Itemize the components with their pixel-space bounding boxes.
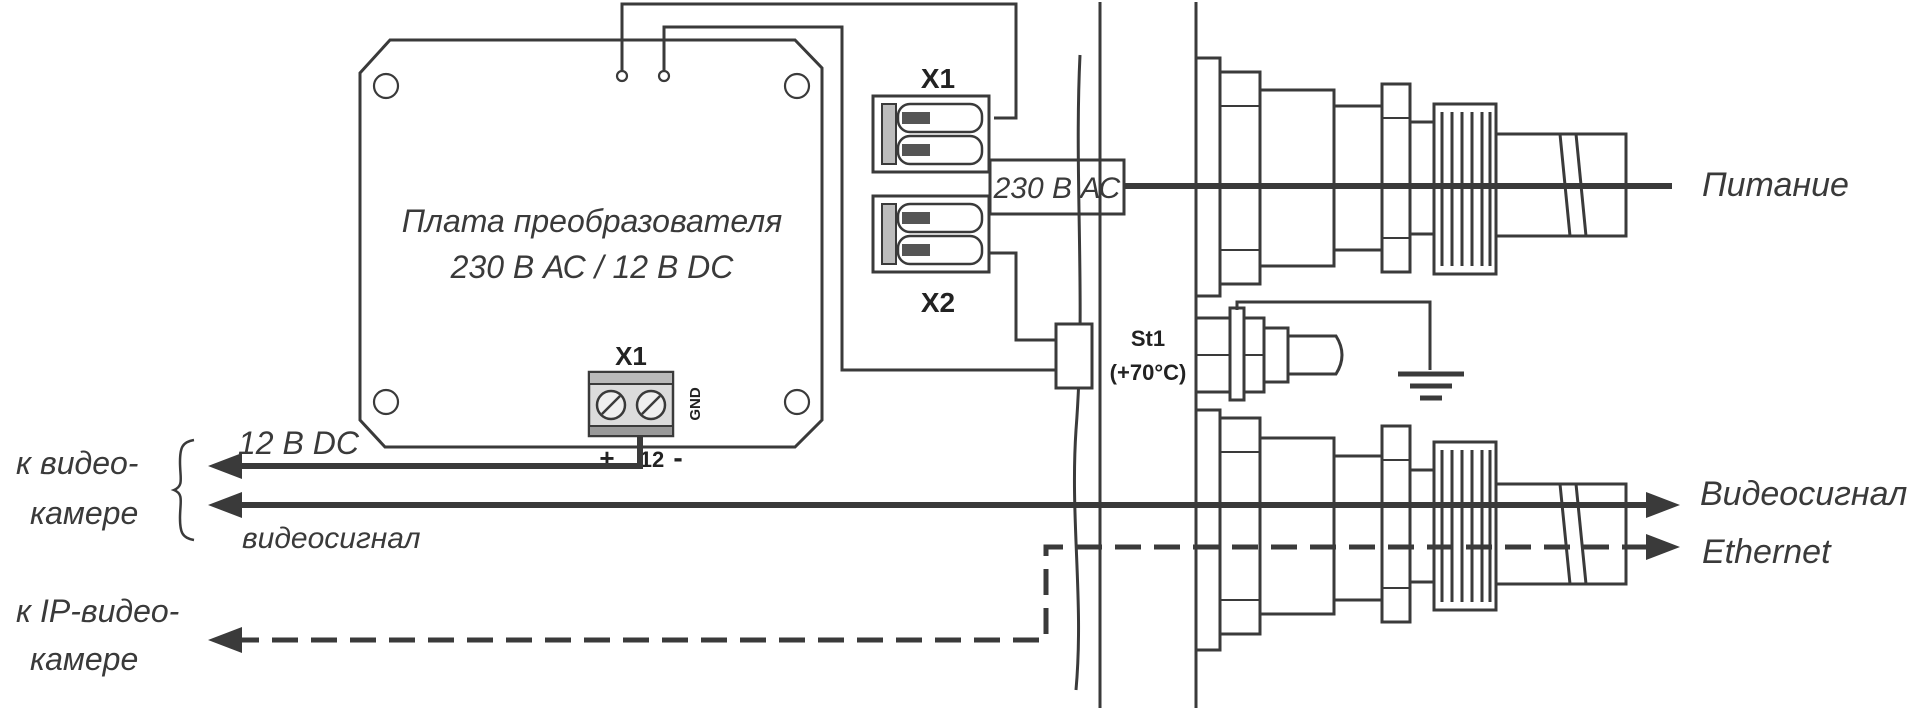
thermostat-st1 bbox=[1054, 322, 1094, 390]
minus-label: - bbox=[673, 442, 682, 473]
mounting-hole bbox=[372, 72, 400, 100]
camera-brace bbox=[170, 438, 195, 542]
ethernet-output-label: Ethernet bbox=[1702, 533, 1832, 571]
mounting-hole bbox=[372, 388, 400, 416]
ip-camera-label-line1: к IP-видео- bbox=[16, 593, 179, 629]
connector-x1-label: X1 bbox=[921, 63, 955, 94]
thermostat-name: St1 bbox=[1131, 326, 1165, 351]
ip-camera-label-line2: камере bbox=[30, 641, 138, 677]
output-terminal-block bbox=[587, 370, 675, 438]
ethernet-arrow-right bbox=[1646, 534, 1680, 560]
lower-cable-gland bbox=[1194, 408, 1628, 652]
dc-arrow-left bbox=[208, 453, 242, 479]
board-title-line2: 230 В АС / 12 В DC bbox=[450, 249, 735, 285]
terminal-x1-label: X1 bbox=[615, 341, 647, 371]
mounting-hole bbox=[783, 72, 811, 100]
gnd-label: GND bbox=[687, 387, 704, 421]
camera-label-line2: камере bbox=[30, 495, 138, 531]
board-title-line1: Плата преобразователя bbox=[402, 203, 783, 239]
connector-x1 bbox=[871, 94, 991, 174]
video-cable-label: видеосигнал bbox=[242, 522, 421, 555]
thermostat-setpoint: (+70°С) bbox=[1110, 360, 1187, 385]
ethernet-arrow-left bbox=[208, 627, 242, 653]
ethernet-line bbox=[240, 544, 1648, 643]
internal-wiring bbox=[620, 2, 1056, 372]
camera-label-line1: к видео- bbox=[16, 445, 138, 481]
connector-x2 bbox=[871, 194, 991, 274]
power-output-label: Питание bbox=[1702, 166, 1849, 204]
grounding-stud bbox=[1194, 300, 1432, 402]
upper-cable-gland bbox=[1194, 56, 1628, 298]
mounting-hole bbox=[783, 388, 811, 416]
dc-label: 12 В DC bbox=[238, 425, 360, 461]
input-pin bbox=[615, 69, 629, 83]
pin-12-label: 12 bbox=[640, 447, 664, 472]
video-arrow-right bbox=[1646, 492, 1680, 518]
ground-icon bbox=[1398, 371, 1464, 401]
dc-12v-line bbox=[240, 436, 643, 469]
converter-board: Плата преобразователя 230 В АС / 12 В DC… bbox=[358, 38, 824, 473]
connector-x2-label: X2 bbox=[921, 287, 955, 318]
video-arrow-left bbox=[208, 492, 242, 518]
input-pin bbox=[657, 69, 671, 83]
video-output-label: Видеосигнал bbox=[1700, 475, 1907, 513]
